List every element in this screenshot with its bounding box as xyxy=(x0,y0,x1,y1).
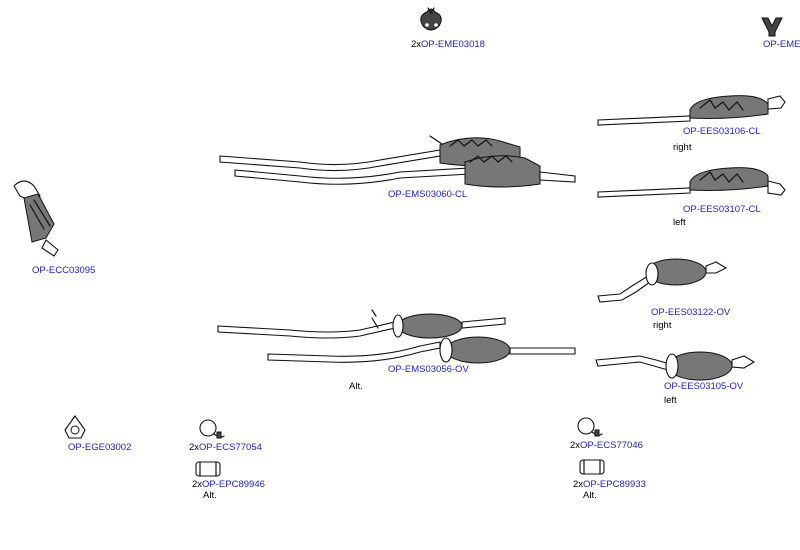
hanger-bracket-icon xyxy=(761,17,783,37)
part-code-link[interactable]: OP-EES03106-CL xyxy=(683,126,761,137)
quantity-text: 2x xyxy=(192,479,203,490)
part-code-link[interactable]: OP-EGE03002 xyxy=(68,442,132,453)
part-label-ems03056[interactable]: OP-EMS03056-OV xyxy=(388,364,469,375)
part-code-link[interactable]: OP-ECC03095 xyxy=(32,265,96,276)
part-code-link[interactable]: OP-EME xyxy=(763,39,800,50)
quantity-text: 2x xyxy=(189,442,200,453)
part-label-ees03122[interactable]: OP-EES03122-OV xyxy=(651,307,730,318)
rubber-mount-icon xyxy=(420,7,442,31)
clamp-icon xyxy=(577,417,603,437)
part-code-link[interactable]: OP-EPC89946 xyxy=(202,479,265,490)
part-label-ems03060[interactable]: OP-EMS03060-CL xyxy=(388,189,467,200)
catalytic-converter-icon xyxy=(13,180,59,257)
gasket-icon xyxy=(64,415,86,439)
part-code-link[interactable]: OP-EME03018 xyxy=(421,39,485,50)
rear-muffler-oval-right-icon xyxy=(597,258,728,303)
pipe-connector-icon xyxy=(195,461,221,477)
rear-muffler-left-icon xyxy=(597,167,786,198)
part-label-epc89933[interactable]: 2xOP-EPC89933 xyxy=(573,479,646,490)
alt-note: Alt. xyxy=(583,490,597,501)
part-label-ege03002[interactable]: OP-EGE03002 xyxy=(68,442,131,453)
part-code-link[interactable]: OP-EES03105-OV xyxy=(664,381,744,392)
rear-muffler-oval-left-icon xyxy=(595,351,756,381)
part-label-ecs77046[interactable]: 2xOP-ECS77046 xyxy=(570,440,643,451)
part-code-link[interactable]: OP-EES03107-CL xyxy=(683,204,761,215)
alt-note: Alt. xyxy=(349,381,363,392)
quantity-text: 2x xyxy=(411,39,422,50)
part-label-ees03107[interactable]: OP-EES03107-CL xyxy=(683,204,761,215)
part-code-link[interactable]: OP-EMS03060-CL xyxy=(388,189,468,200)
part-label-ecs77054[interactable]: 2xOP-ECS77054 xyxy=(189,442,262,453)
part-label-ees03106[interactable]: OP-EES03106-CL xyxy=(683,126,761,137)
part-label-eme[interactable]: OP-EME xyxy=(763,39,800,50)
rear-muffler-right-icon xyxy=(597,95,786,126)
quantity-text: 2x xyxy=(570,440,581,451)
part-label-ees03105[interactable]: OP-EES03105-OV xyxy=(664,381,743,392)
side-note: left xyxy=(673,217,686,228)
part-label-eme03018[interactable]: 2xOP-EME03018 xyxy=(411,39,485,50)
side-note: right xyxy=(673,142,692,153)
alt-note: Alt. xyxy=(203,490,217,501)
quantity-text: 2x xyxy=(573,479,584,490)
side-note: right xyxy=(653,320,672,331)
part-code-link[interactable]: OP-ECS77046 xyxy=(580,440,643,451)
pipe-connector-icon xyxy=(579,459,605,475)
part-code-link[interactable]: OP-EPC89933 xyxy=(583,479,646,490)
part-code-link[interactable]: OP-ECS77054 xyxy=(199,442,262,453)
side-note: left xyxy=(664,395,677,406)
part-label-ecc03095[interactable]: OP-ECC03095 xyxy=(32,265,95,276)
part-label-epc89946[interactable]: 2xOP-EPC89946 xyxy=(192,479,265,490)
part-code-link[interactable]: OP-EES03122-OV xyxy=(651,307,731,318)
clamp-icon xyxy=(199,419,225,439)
center-muffler-ov-icon xyxy=(217,309,576,364)
center-muffler-cl-icon xyxy=(219,135,576,188)
part-code-link[interactable]: OP-EMS03056-OV xyxy=(388,364,469,375)
